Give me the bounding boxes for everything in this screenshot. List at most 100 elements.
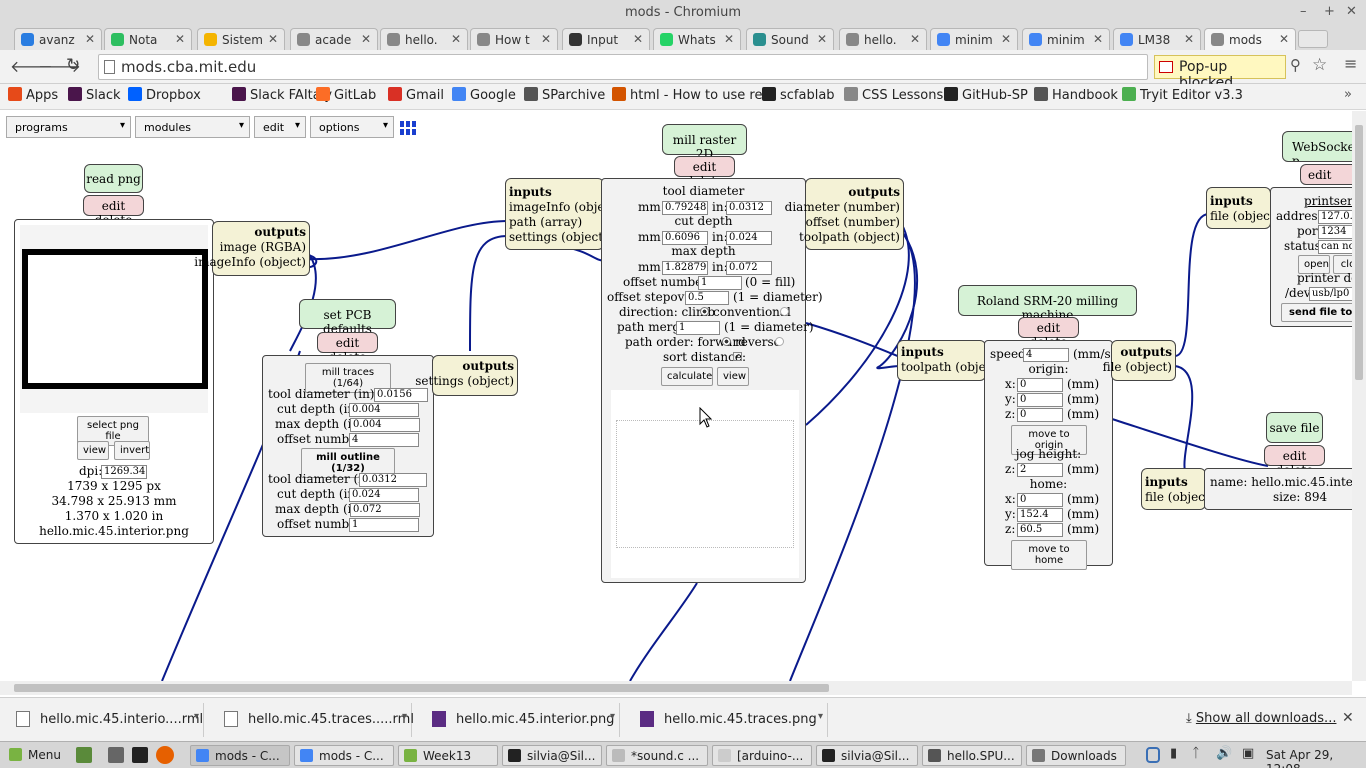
origin-x-field[interactable]: 0 bbox=[1017, 378, 1063, 392]
bookmark-item[interactable]: GitHub-SP bbox=[944, 87, 1028, 103]
tab[interactable]: avanz✕ bbox=[14, 28, 102, 50]
send-file-button[interactable]: send file to p bbox=[1281, 303, 1352, 322]
jog-z-field[interactable]: 2 bbox=[1017, 463, 1063, 477]
taskbar-window[interactable]: Downloads bbox=[1026, 745, 1126, 766]
more-bookmarks-icon[interactable]: » bbox=[1344, 87, 1352, 102]
programs-menu[interactable]: programs bbox=[6, 116, 131, 138]
maximize-icon[interactable]: + bbox=[1324, 4, 1335, 19]
horizontal-scroll-thumb[interactable] bbox=[14, 684, 829, 692]
mill-traces-button[interactable]: mill traces (1/64) bbox=[305, 363, 391, 393]
input-file[interactable]: file (object) bbox=[1145, 490, 1215, 504]
move-to-origin-button[interactable]: move to origin bbox=[1011, 425, 1087, 455]
back-icon[interactable]: 🡐 bbox=[10, 57, 53, 76]
terminal-icon[interactable] bbox=[132, 747, 148, 763]
tab[interactable]: mods✕ bbox=[1204, 28, 1296, 50]
modules-menu[interactable]: modules bbox=[135, 116, 250, 138]
address-field[interactable]: 127.0.0 bbox=[1318, 210, 1352, 224]
chevron-down-icon[interactable]: ▾ bbox=[817, 711, 823, 722]
reload-icon[interactable]: ↻ bbox=[66, 55, 81, 75]
bookmark-item[interactable]: Slack bbox=[68, 87, 121, 103]
output-file[interactable]: file (object) bbox=[1102, 360, 1172, 374]
taskbar-window[interactable]: *sound.c ... bbox=[606, 745, 708, 766]
files-icon[interactable] bbox=[108, 747, 124, 763]
output-toolpath[interactable]: toolpath (object) bbox=[799, 230, 900, 244]
save-file-title[interactable]: save file bbox=[1266, 412, 1323, 443]
websocket-edit-delete[interactable]: edit delete bbox=[1300, 164, 1352, 185]
tab[interactable]: LM38✕ bbox=[1113, 28, 1201, 50]
tab-close-icon[interactable]: ✕ bbox=[1000, 32, 1011, 46]
tab[interactable]: hello.✕ bbox=[839, 28, 927, 50]
offset-number-field[interactable]: 1 bbox=[698, 276, 742, 290]
td-in-field[interactable]: 0.0312 bbox=[726, 201, 772, 215]
tab[interactable]: Whats✕ bbox=[653, 28, 741, 50]
close-button[interactable]: clo bbox=[1333, 255, 1352, 274]
tab-close-icon[interactable]: ✕ bbox=[632, 32, 643, 46]
read-png-title[interactable]: read png bbox=[84, 164, 143, 193]
taskbar-window[interactable]: Week13 bbox=[398, 745, 498, 766]
firefox-icon[interactable] bbox=[156, 746, 174, 764]
output-image[interactable]: image (RGBA) bbox=[219, 240, 306, 254]
input-toolpath[interactable]: toolpath (object) bbox=[901, 360, 1002, 374]
bookmark-star-icon[interactable]: ☆ bbox=[1312, 55, 1328, 75]
tab-close-icon[interactable]: ✕ bbox=[174, 32, 185, 46]
input-settings[interactable]: settings (object) bbox=[509, 230, 608, 244]
printserver-link[interactable]: printserve bbox=[1304, 194, 1352, 208]
close-icon[interactable]: ✕ bbox=[1346, 4, 1357, 19]
zoom-icon[interactable]: ⚲ bbox=[1290, 56, 1301, 74]
mill-view-button[interactable]: view bbox=[717, 367, 749, 386]
calculate-button[interactable]: calculate bbox=[661, 367, 713, 386]
outline-cut-field[interactable]: 0.024 bbox=[349, 488, 419, 502]
vertical-scrollbar[interactable] bbox=[1352, 111, 1366, 681]
save-edit-delete[interactable]: edit delete bbox=[1264, 445, 1325, 477]
chevron-down-icon[interactable]: ▾ bbox=[401, 711, 407, 722]
tab-close-icon[interactable]: ✕ bbox=[84, 32, 95, 46]
cd-in-field[interactable]: 0.024 bbox=[726, 231, 772, 245]
output-imageinfo[interactable]: imageInfo (object) bbox=[194, 255, 306, 269]
outline-offset-field[interactable]: 1 bbox=[349, 518, 419, 532]
bluetooth-icon[interactable]: ᛏ bbox=[1192, 746, 1200, 761]
sort-distance-checkbox[interactable]: ✓ bbox=[733, 352, 742, 361]
input-imageinfo[interactable]: imageInfo (object) bbox=[509, 200, 621, 214]
taskbar-window[interactable]: mods - C... bbox=[190, 745, 290, 766]
new-tab-button[interactable] bbox=[1298, 30, 1328, 48]
open-button[interactable]: open bbox=[1298, 255, 1330, 274]
tab-close-icon[interactable]: ✕ bbox=[267, 32, 278, 46]
tab-close-icon[interactable]: ✕ bbox=[360, 32, 371, 46]
bookmark-item[interactable]: Slack FAItaly bbox=[232, 87, 332, 103]
tab[interactable]: How t✕ bbox=[470, 28, 558, 50]
bookmark-item[interactable]: CSS Lessons bbox=[844, 87, 943, 103]
show-desktop-icon[interactable] bbox=[76, 747, 92, 763]
traces-cut-field[interactable]: 0.004 bbox=[349, 403, 419, 417]
download-item[interactable]: hello.mic.45.interio....rml ▾ bbox=[4, 703, 204, 737]
reverse-radio[interactable] bbox=[775, 337, 784, 346]
taskbar-window[interactable]: hello.SPU... bbox=[922, 745, 1022, 766]
options-menu[interactable]: options bbox=[310, 116, 394, 138]
tab[interactable]: Sistem✕ bbox=[197, 28, 285, 50]
download-item[interactable]: hello.mic.45.traces.....rml ▾ bbox=[212, 703, 414, 737]
tab-close-icon[interactable]: ✕ bbox=[450, 32, 461, 46]
shield-icon[interactable] bbox=[1146, 747, 1160, 763]
traces-tool-field[interactable]: 0.0156 bbox=[374, 388, 428, 402]
input-path[interactable]: path (array) bbox=[509, 215, 583, 229]
roland-edit-delete[interactable]: edit delete bbox=[1018, 317, 1079, 349]
offset-stepover-field[interactable]: 0.5 bbox=[685, 291, 729, 305]
popup-blocked-indicator[interactable]: Pop-up blocked bbox=[1154, 55, 1286, 91]
output-settings[interactable]: settings (object) bbox=[415, 374, 514, 388]
menu-icon[interactable]: ≡ bbox=[1344, 54, 1358, 73]
port-field[interactable]: 1234 bbox=[1318, 225, 1352, 239]
dev-field[interactable]: usb/lp0 bbox=[1309, 287, 1352, 301]
bookmark-item[interactable]: html - How to use re bbox=[612, 87, 762, 103]
tab-close-icon[interactable]: ✕ bbox=[540, 32, 551, 46]
climb-radio[interactable] bbox=[700, 307, 709, 316]
taskbar-window[interactable]: silvia@Sil... bbox=[816, 745, 918, 766]
tab[interactable]: minim✕ bbox=[930, 28, 1018, 50]
origin-z-field[interactable]: 0 bbox=[1017, 408, 1063, 422]
tab[interactable]: Input✕ bbox=[562, 28, 650, 50]
volume-icon[interactable]: 🔊 bbox=[1216, 746, 1233, 761]
move-to-home-button[interactable]: move to home bbox=[1011, 540, 1087, 570]
forward-radio[interactable] bbox=[722, 337, 731, 346]
bookmark-item[interactable]: GitLab bbox=[316, 87, 376, 103]
minimize-icon[interactable]: – bbox=[1300, 4, 1307, 19]
tab-close-icon[interactable]: ✕ bbox=[816, 32, 827, 46]
edit-menu[interactable]: edit bbox=[254, 116, 306, 138]
